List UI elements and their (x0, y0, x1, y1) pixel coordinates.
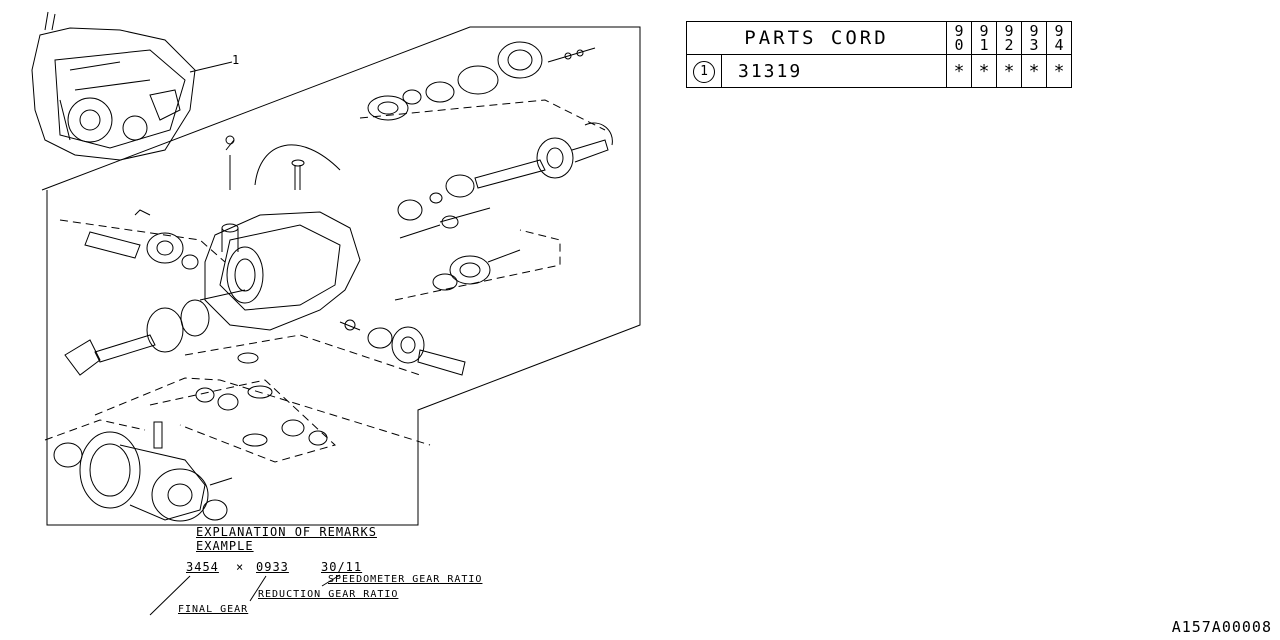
left-axle-shaft (64, 289, 246, 376)
times-sign: × (236, 560, 245, 574)
ref-number-circle: 1 (686, 54, 722, 88)
differential-case (53, 431, 233, 522)
assembly-frame (41, 26, 641, 526)
speedometer-value: 30/11 (321, 560, 363, 574)
left-output-shaft (84, 209, 199, 270)
callout-ref-1: 1 (232, 53, 241, 67)
applicability-mark: * (1046, 54, 1072, 88)
center-housing (204, 135, 361, 331)
part-number[interactable]: 31319 (721, 54, 947, 88)
reduction-value: 0933 (256, 560, 289, 574)
main-shaft (397, 122, 613, 221)
bearing-group-top (367, 41, 596, 121)
callout-leader (189, 61, 233, 73)
transmission-case-icon (31, 11, 196, 161)
right-axle-shaft (339, 319, 466, 376)
right-gear-group (399, 207, 521, 291)
final-gear-label: FINAL GEAR (178, 604, 249, 615)
table-row: 1 31319 * * * * * (686, 54, 1072, 88)
diagram-code: A157A00008 (1171, 618, 1272, 636)
speedometer-label: SPEEDOMETER GEAR RATIO (328, 574, 483, 585)
final-gear-value: 3454 (186, 560, 219, 574)
reduction-label: REDUCTION GEAR RATIO (258, 589, 399, 600)
applicability-mark: * (1021, 54, 1047, 88)
remarks-example: EXAMPLE (196, 539, 254, 553)
remarks-title: EXPLANATION OF REMARKS (196, 525, 377, 539)
applicability-mark: * (971, 54, 997, 88)
differential-pinion-parts (153, 352, 328, 449)
